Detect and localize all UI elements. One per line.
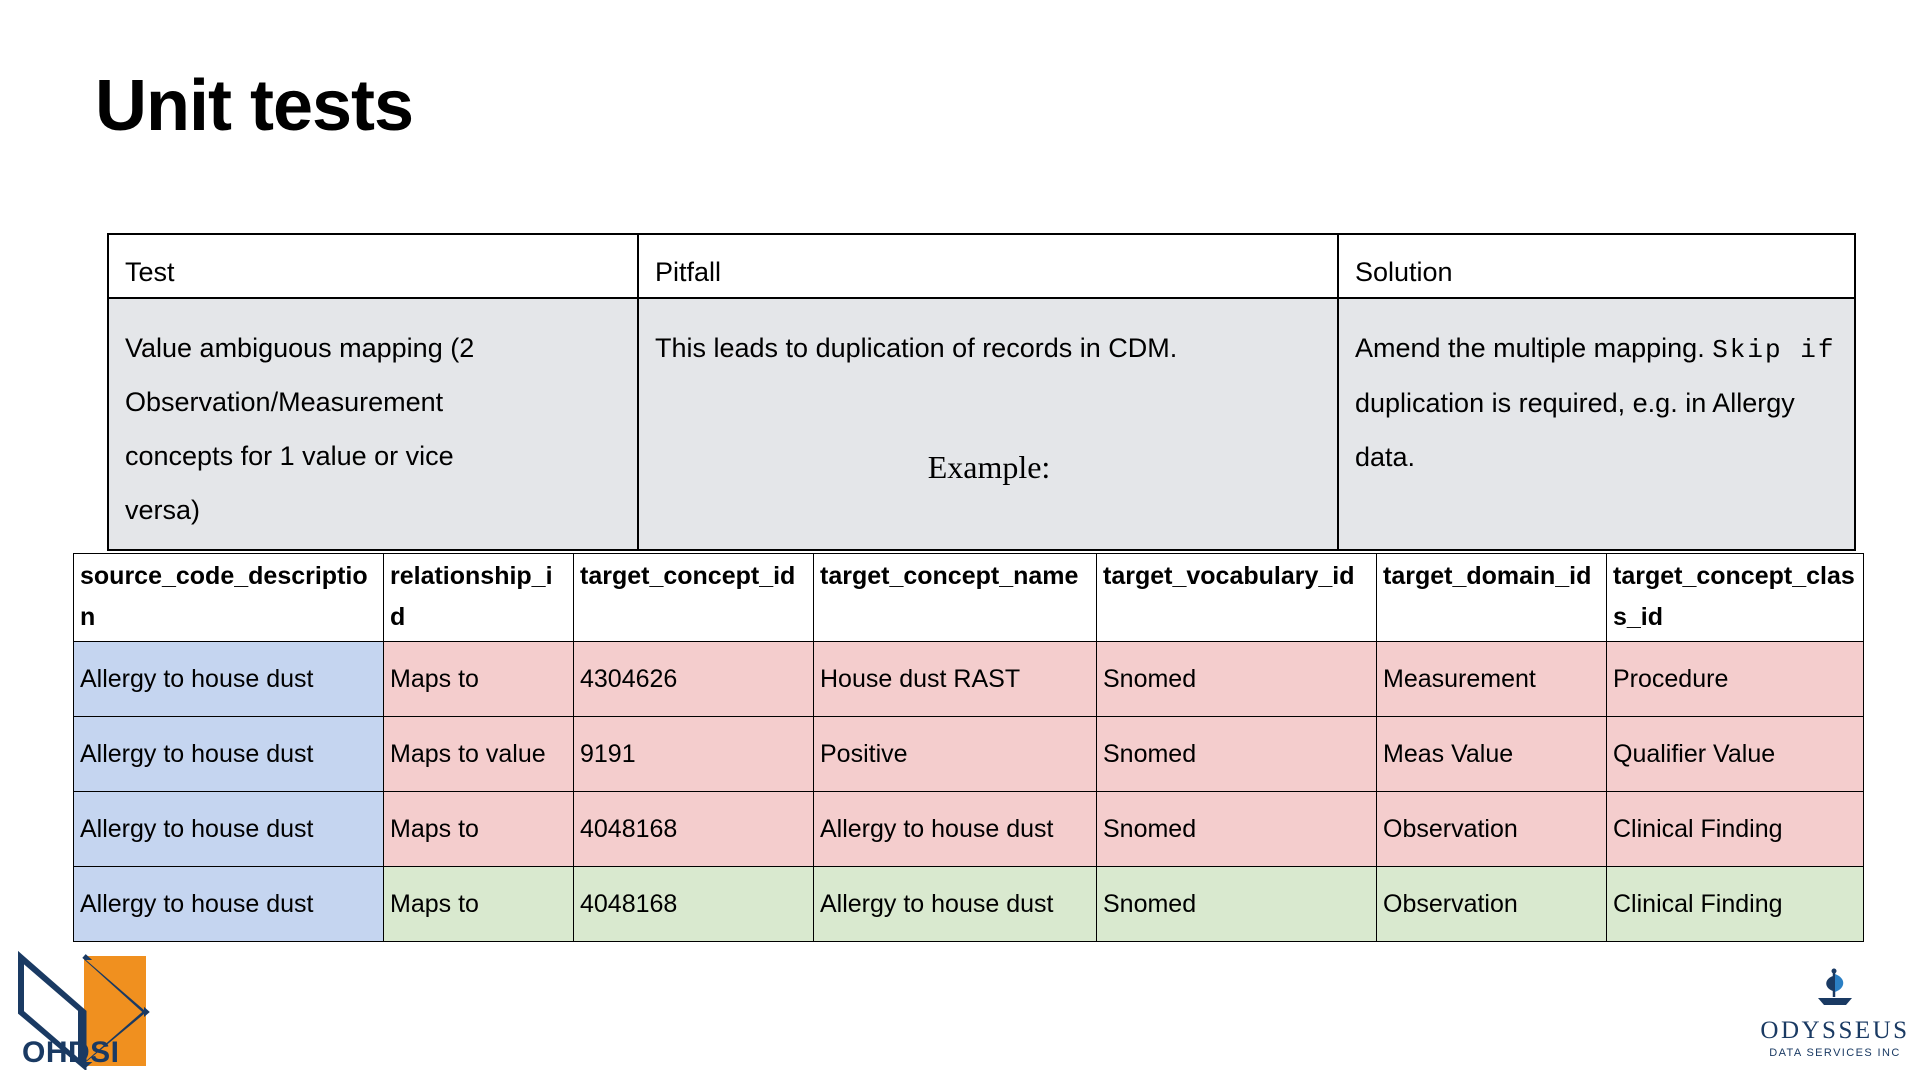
solution-text-plain: Amend the multiple mapping. bbox=[1355, 333, 1713, 363]
solution-line-3: data. bbox=[1355, 442, 1416, 472]
column-header-target-vocabulary-id: target_vocabulary_id bbox=[1096, 553, 1377, 642]
cell-relationship-id: Maps to bbox=[383, 866, 574, 942]
solution-line-1: Amend the multiple mapping. Skip if bbox=[1355, 321, 1840, 376]
odysseus-tagline: DATA SERVICES INC bbox=[1769, 1047, 1901, 1059]
cell-target-concept-name: Allergy to house dust bbox=[813, 866, 1097, 942]
odysseus-name: ODYSSEUS bbox=[1760, 1017, 1910, 1044]
cell-source-code-description: Allergy to house dust bbox=[73, 791, 384, 867]
cell-source-code-description: Allergy to house dust bbox=[73, 866, 384, 942]
cell-target-vocabulary-id: Snomed bbox=[1096, 866, 1377, 942]
cell-target-concept-id: 4048168 bbox=[573, 791, 814, 867]
pitfall-text: This leads to duplication of records in … bbox=[655, 333, 1178, 363]
cell-target-concept-class-id: Clinical Finding bbox=[1606, 866, 1864, 942]
cell-target-vocabulary-id: Snomed bbox=[1096, 791, 1377, 867]
concept-cell-solution: Amend the multiple mapping. Skip if dupl… bbox=[1337, 297, 1856, 551]
solution-line-2: duplication is required, e.g. in Allergy bbox=[1355, 388, 1795, 418]
odysseus-ship-icon bbox=[1818, 968, 1852, 1005]
table-header-row: source_code_description relationship_id … bbox=[73, 553, 1864, 642]
table-row: Allergy to house dust Maps to 4048168 Al… bbox=[73, 791, 1864, 867]
test-line-1: Value ambiguous mapping (2 bbox=[125, 333, 475, 363]
concept-header-test: Test bbox=[107, 233, 639, 299]
test-line-3: concepts for 1 value or vice bbox=[125, 441, 454, 471]
concept-cell-test: Value ambiguous mapping (2 Observation/M… bbox=[107, 297, 639, 551]
concept-cell-pitfall: This leads to duplication of records in … bbox=[637, 297, 1339, 551]
concept-table-body-row: Value ambiguous mapping (2 Observation/M… bbox=[107, 297, 1856, 551]
column-header-source-code-description: source_code_description bbox=[73, 553, 384, 642]
cell-target-domain-id: Meas Value bbox=[1376, 716, 1607, 792]
cell-target-vocabulary-id: Snomed bbox=[1096, 641, 1377, 717]
cell-relationship-id: Maps to bbox=[383, 641, 574, 717]
ohdsi-wordmark: OHDSI bbox=[22, 1036, 120, 1069]
cell-target-concept-id: 4304626 bbox=[573, 641, 814, 717]
cell-target-domain-id: Observation bbox=[1376, 791, 1607, 867]
cell-relationship-id: Maps to value bbox=[383, 716, 574, 792]
example-label: Example: bbox=[927, 449, 1051, 485]
cell-target-concept-class-id: Clinical Finding bbox=[1606, 791, 1864, 867]
table-row: Allergy to house dust Maps to value 9191… bbox=[73, 716, 1864, 792]
cell-source-code-description: Allergy to house dust bbox=[73, 641, 384, 717]
solution-text-mono: Skip if bbox=[1712, 335, 1836, 365]
cell-target-domain-id: Measurement bbox=[1376, 641, 1607, 717]
cell-relationship-id: Maps to bbox=[383, 791, 574, 867]
cell-target-vocabulary-id: Snomed bbox=[1096, 716, 1377, 792]
concept-header-solution: Solution bbox=[1337, 233, 1856, 299]
column-header-target-domain-id: target_domain_id bbox=[1376, 553, 1607, 642]
cell-source-code-description: Allergy to house dust bbox=[73, 716, 384, 792]
cell-target-concept-class-id: Procedure bbox=[1606, 641, 1864, 717]
page-title: Unit tests bbox=[95, 66, 414, 146]
column-header-relationship-id: relationship_id bbox=[383, 553, 574, 642]
cell-target-domain-id: Observation bbox=[1376, 866, 1607, 942]
cell-target-concept-name: Allergy to house dust bbox=[813, 791, 1097, 867]
concept-table: Test Pitfall Solution Value ambiguous ma… bbox=[107, 233, 1856, 551]
column-header-target-concept-class-id: target_concept_class_id bbox=[1606, 553, 1864, 642]
test-line-2: Observation/Measurement bbox=[125, 387, 444, 417]
mapping-data-table: source_code_description relationship_id … bbox=[73, 553, 1864, 942]
concept-table-header-row: Test Pitfall Solution bbox=[107, 233, 1856, 299]
cell-target-concept-name: Positive bbox=[813, 716, 1097, 792]
ohdsi-logo-icon bbox=[18, 950, 150, 1070]
cell-target-concept-id: 4048168 bbox=[573, 866, 814, 942]
concept-header-pitfall: Pitfall bbox=[637, 233, 1339, 299]
test-line-4: versa) bbox=[125, 495, 201, 525]
cell-target-concept-id: 9191 bbox=[573, 716, 814, 792]
odysseus-logo: ODYSSEUS DATA SERVICES INC bbox=[1740, 968, 1920, 1068]
cell-target-concept-class-id: Qualifier Value bbox=[1606, 716, 1864, 792]
column-header-target-concept-id: target_concept_id bbox=[573, 553, 814, 642]
table-row: Allergy to house dust Maps to 4048168 Al… bbox=[73, 866, 1864, 942]
column-header-target-concept-name: target_concept_name bbox=[813, 553, 1097, 642]
cell-target-concept-name: House dust RAST bbox=[813, 641, 1097, 717]
table-row: Allergy to house dust Maps to 4304626 Ho… bbox=[73, 641, 1864, 717]
